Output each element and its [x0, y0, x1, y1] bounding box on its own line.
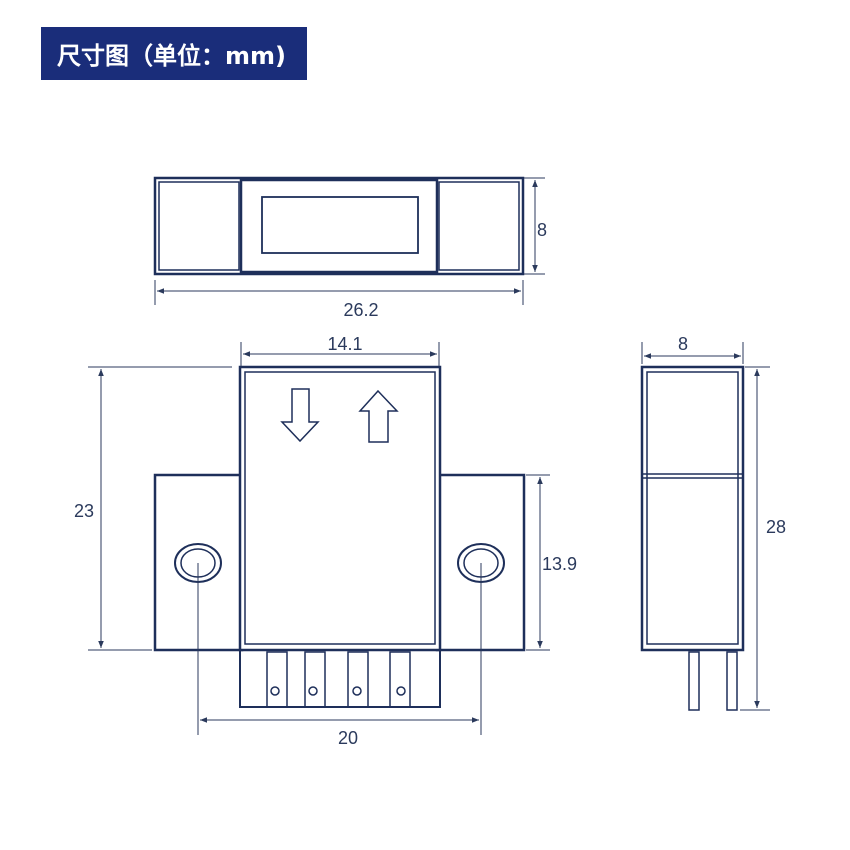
top-view-left-block — [158, 181, 240, 271]
top-view-window — [261, 196, 419, 254]
side-view — [640, 365, 745, 711]
title-text: 尺寸图（单位：mm) — [57, 42, 286, 70]
pin-3 — [347, 651, 369, 708]
main-body-outer — [238, 365, 442, 652]
dim-total-height-label: 23 — [74, 501, 94, 521]
front-view — [153, 365, 526, 708]
terminal-base — [239, 649, 441, 708]
side-view-inner — [646, 371, 739, 645]
pin-4 — [389, 651, 411, 708]
top-view-right-block — [438, 181, 520, 271]
front-view-dimensions — [88, 342, 550, 735]
dim-side-width-label: 8 — [678, 334, 688, 354]
top-view — [153, 176, 525, 276]
down-arrow-icon — [280, 388, 320, 443]
dim-side-height-label: 28 — [766, 517, 786, 537]
dim-body-width-label: 14.1 — [327, 334, 362, 354]
dim-flange-height-label: 13.9 — [542, 554, 577, 574]
top-view-center-block — [239, 178, 439, 274]
dim-top-width-label: 26.2 — [343, 300, 378, 320]
top-view-outline — [153, 176, 525, 276]
side-view-outer — [640, 365, 745, 652]
up-arrow-icon — [358, 389, 399, 443]
side-view-dimensions — [641, 342, 770, 711]
pin-1 — [266, 651, 288, 708]
dim-top-height-label: 8 — [537, 220, 547, 240]
pin-2 — [304, 651, 326, 708]
side-pin-left — [688, 651, 700, 711]
top-view-dimensions — [154, 177, 545, 305]
title-banner: 尺寸图（单位：mm) — [41, 27, 307, 80]
dim-hole-spacing-label: 20 — [338, 728, 358, 748]
side-pin-right — [726, 651, 738, 711]
main-body-inner — [244, 371, 436, 645]
